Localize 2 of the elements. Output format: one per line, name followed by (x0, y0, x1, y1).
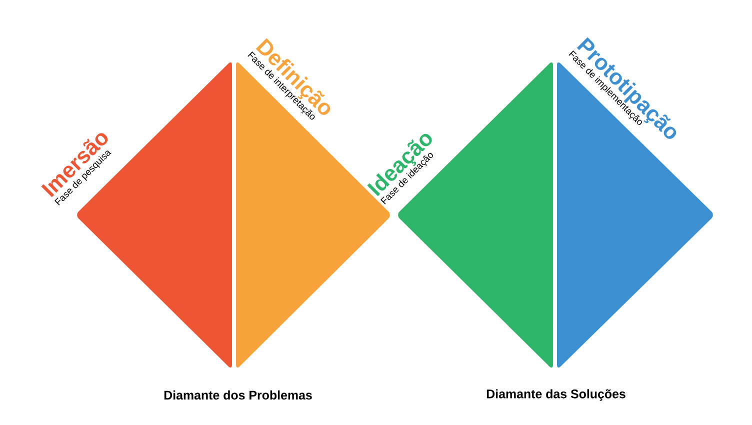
diamond-caption: Diamante das Soluções (486, 389, 626, 401)
diamond-caption: Diamante dos Problemas (164, 390, 312, 400)
